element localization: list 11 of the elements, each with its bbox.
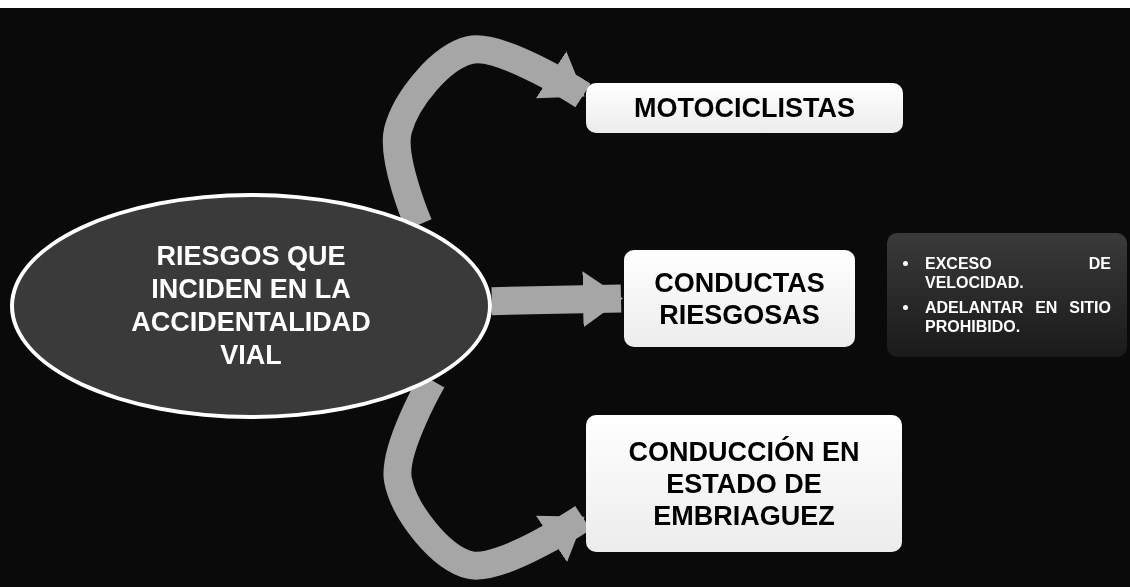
node-label: CONDUCCIÓN EN ESTADO DE EMBRIAGUEZ (627, 435, 861, 532)
rounded-box (586, 415, 902, 552)
rounded-box (586, 83, 903, 133)
rounded-box (624, 250, 855, 347)
bullet-item: ADELANTAR EN SITIO PROHIBIDO. (925, 298, 1111, 336)
bullet-panel (887, 233, 1127, 357)
node-label: CONDUCTAS RIESGOSAS (653, 266, 826, 331)
node-label: RIESGOS QUE INCIDEN EN LA ACCIDENTALIDAD VIAL (130, 240, 372, 372)
node-label: MOTOCICLISTAS (634, 92, 855, 124)
bullet-item: EXCESO DE VELOCIDAD. (925, 254, 1111, 292)
curved-arrow (491, 271, 623, 328)
